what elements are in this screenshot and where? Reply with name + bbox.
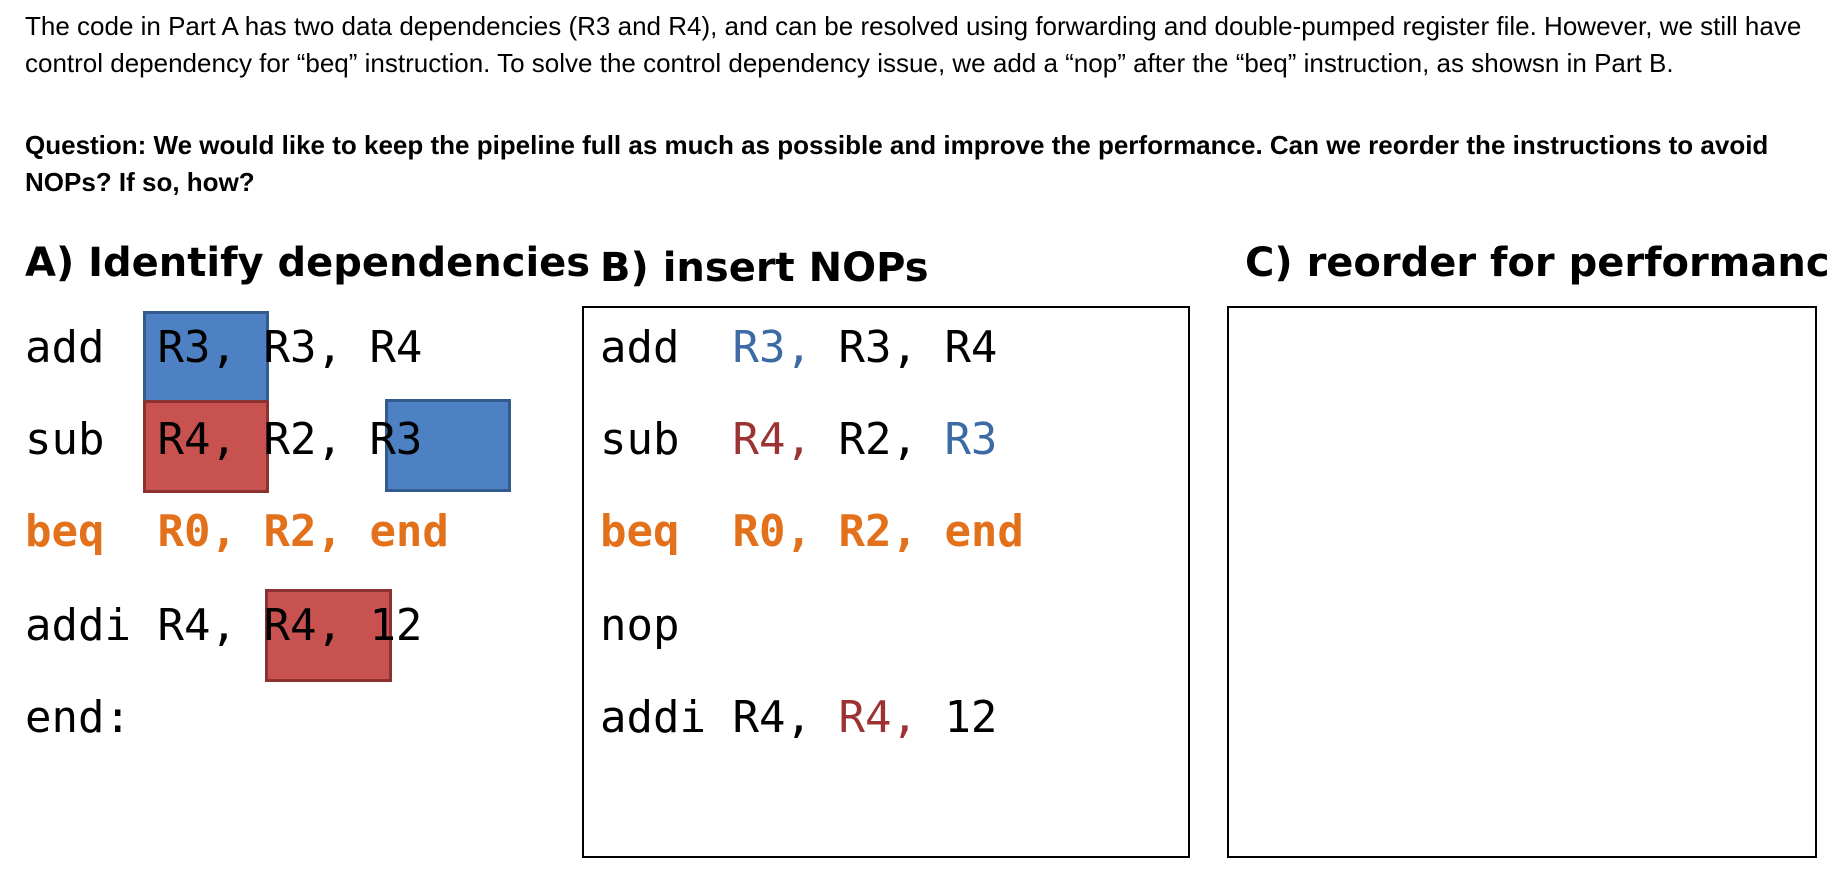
operand: R4, <box>263 600 343 651</box>
r3-source-highlight <box>385 399 511 492</box>
operand: R3, <box>732 322 812 373</box>
code-line: add R3, R3, R4 <box>25 322 422 374</box>
operand: 12 <box>944 692 998 743</box>
operand: R3, <box>157 322 237 373</box>
operand: R4, <box>732 692 812 743</box>
opcode: sub <box>25 414 105 465</box>
operand: R4, <box>157 600 237 651</box>
code-line: add R3, R3, R4 <box>600 322 997 374</box>
r4-dest-highlight <box>143 400 269 493</box>
code-line-label: end: <box>25 692 131 744</box>
code-line: sub R4, R2, R3 <box>25 414 422 466</box>
opcode: add <box>600 322 680 373</box>
part-c-answer-panel <box>1227 306 1817 858</box>
code-line: addi R4, R4, 12 <box>25 600 422 652</box>
opcode: addi <box>25 600 131 651</box>
operand: end <box>369 506 449 557</box>
operand: R3, <box>263 322 343 373</box>
opcode: beq <box>25 506 105 557</box>
intro-paragraph: The code in Part A has two data dependen… <box>25 11 1802 78</box>
operand: R0, <box>157 506 237 557</box>
part-b-panel <box>582 306 1190 858</box>
code-line: sub R4, R2, R3 <box>600 414 997 466</box>
code-line-nop: nop <box>600 600 679 652</box>
label: end: <box>25 692 131 743</box>
operand: R3 <box>369 414 423 465</box>
question-label: Question <box>25 130 138 160</box>
operand: R2, <box>838 506 918 557</box>
operand: end <box>944 506 1024 557</box>
operand: R2, <box>838 414 918 465</box>
operand: R0, <box>732 506 812 557</box>
code-line-branch: beq R0, R2, end <box>600 506 1024 558</box>
operand: R4, <box>732 414 812 465</box>
operand: R3 <box>944 414 998 465</box>
opcode: nop <box>600 600 680 651</box>
operand: R2, <box>263 414 343 465</box>
question-text: : We would like to keep the pipeline ful… <box>25 130 1769 197</box>
part-c-heading: C) reorder for performance <box>1245 240 1827 286</box>
operand: R3, <box>838 322 918 373</box>
code-line: addi R4, R4, 12 <box>600 692 997 744</box>
opcode: add <box>25 322 105 373</box>
part-a-heading: A) Identify dependencies <box>25 240 591 286</box>
r3-dest-highlight <box>143 311 269 404</box>
operand: R4, <box>157 414 237 465</box>
operand: R4, <box>838 692 918 743</box>
operand: 12 <box>369 600 423 651</box>
question-paragraph: Question: We would like to keep the pipe… <box>25 127 1805 201</box>
operand: R2, <box>263 506 343 557</box>
operand: R4 <box>369 322 423 373</box>
opcode: addi <box>600 692 706 743</box>
code-line-branch: beq R0, R2, end <box>25 506 449 558</box>
operand: R4 <box>944 322 998 373</box>
r4-source-highlight <box>265 589 392 682</box>
opcode: sub <box>600 414 680 465</box>
part-b-heading: B) insert NOPs <box>600 245 929 291</box>
opcode: beq <box>600 506 680 557</box>
